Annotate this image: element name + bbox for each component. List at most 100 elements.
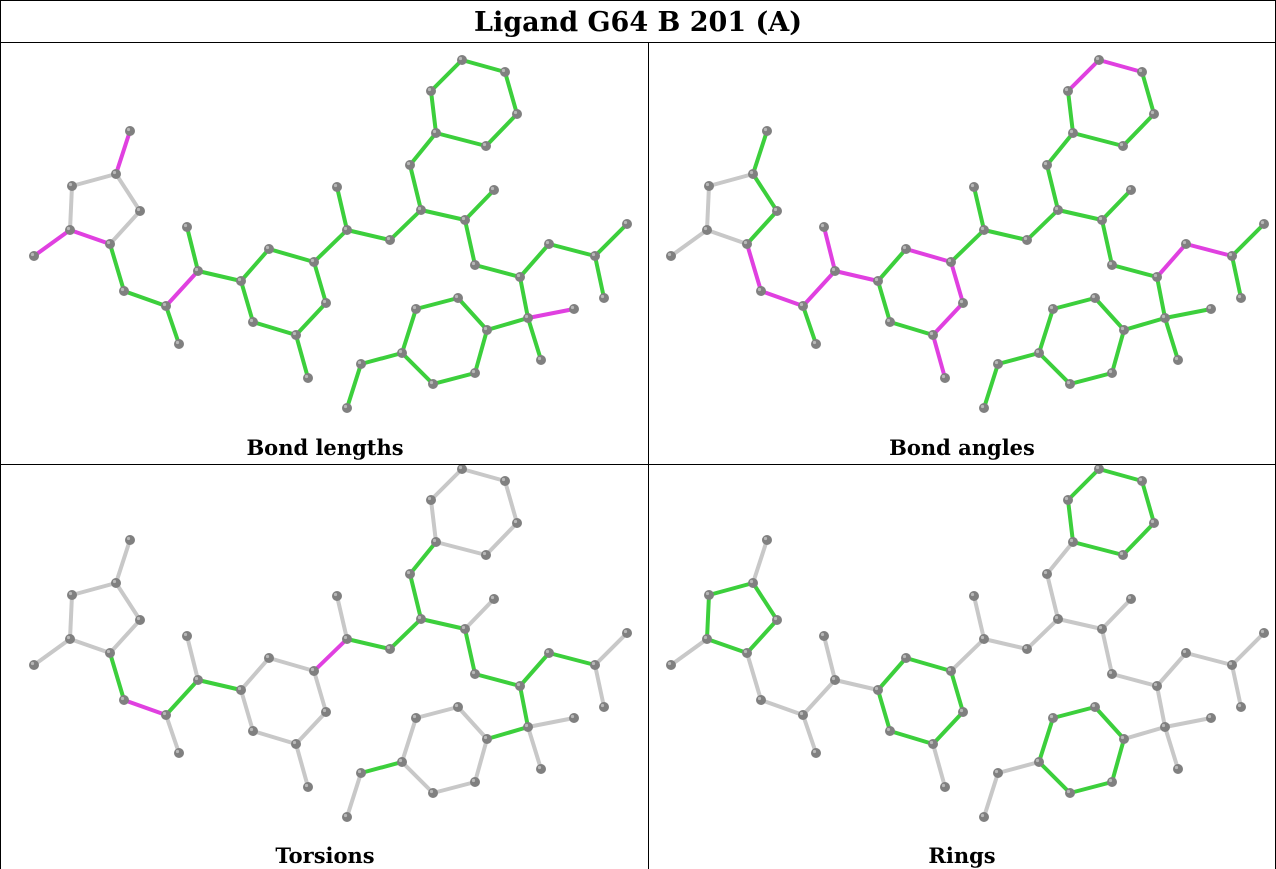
atom-highlight	[1150, 110, 1155, 115]
atom-highlight	[1108, 261, 1113, 266]
bond	[745, 209, 779, 246]
atom	[885, 317, 895, 327]
atom	[500, 476, 510, 486]
atom	[453, 702, 463, 712]
atom-highlight	[249, 318, 254, 323]
bond	[335, 594, 349, 641]
bond	[32, 637, 72, 667]
atom	[569, 304, 579, 314]
atom	[111, 578, 121, 588]
bond	[1097, 467, 1144, 483]
atom	[512, 109, 522, 119]
atom	[979, 634, 989, 644]
bond	[312, 637, 349, 673]
bond	[345, 228, 392, 242]
atom-highlight	[406, 570, 411, 575]
bond	[408, 540, 438, 576]
atom	[470, 368, 480, 378]
atom-highlight	[749, 579, 754, 584]
bond	[1025, 617, 1060, 651]
atom	[798, 301, 808, 311]
atom-highlight	[743, 649, 748, 654]
atom	[460, 215, 470, 225]
atom-highlight	[398, 758, 403, 763]
atom-highlight	[941, 374, 946, 379]
atom-highlight	[429, 380, 434, 385]
bond	[904, 247, 953, 264]
atom-highlight	[763, 536, 768, 541]
atom	[622, 628, 632, 638]
atom	[29, 251, 39, 261]
bond	[429, 89, 438, 135]
atom-highlight	[501, 477, 506, 482]
atom-highlight	[1054, 206, 1059, 211]
bond	[822, 634, 837, 682]
atom	[457, 464, 467, 474]
atom-highlight	[799, 711, 804, 716]
bond	[239, 247, 271, 283]
atom	[523, 722, 533, 732]
atom	[958, 298, 968, 308]
bond	[1071, 540, 1125, 557]
atom	[772, 615, 782, 625]
atom-highlight	[980, 404, 985, 409]
bond	[408, 163, 423, 212]
atom-highlight	[483, 326, 488, 331]
bond	[114, 129, 132, 176]
atom-highlight	[120, 287, 125, 292]
molecule-torsions	[29, 464, 632, 822]
atom	[702, 634, 712, 644]
atom-highlight	[461, 216, 466, 221]
atom-highlight	[902, 245, 907, 250]
bond	[400, 716, 418, 764]
bond	[1097, 58, 1144, 74]
atom	[482, 325, 492, 335]
atom	[356, 359, 366, 369]
atom-highlight	[454, 703, 459, 708]
atom-highlight	[1035, 758, 1040, 763]
atom	[1152, 681, 1162, 691]
atom-highlight	[471, 261, 476, 266]
atom-highlight	[570, 714, 575, 719]
atom	[309, 257, 319, 267]
atom-highlight	[623, 220, 628, 225]
bond	[593, 663, 606, 709]
atom-highlight	[516, 682, 521, 687]
atom	[969, 591, 979, 601]
figure-title: Ligand G64 B 201 (A)	[474, 7, 802, 38]
bond	[239, 688, 255, 733]
bond	[294, 742, 310, 789]
atom	[1160, 313, 1170, 323]
bond	[108, 618, 142, 655]
atom	[67, 181, 77, 191]
atom-highlight	[357, 769, 362, 774]
atom-highlight	[310, 667, 315, 672]
bond	[1066, 58, 1101, 93]
atom-highlight	[1228, 252, 1233, 257]
atom	[742, 239, 752, 249]
bond	[526, 725, 543, 771]
atom-highlight	[1091, 294, 1096, 299]
atom-highlight	[513, 519, 518, 524]
bond	[593, 254, 606, 300]
bond	[1163, 716, 1213, 729]
atom-highlight	[1095, 465, 1100, 470]
bond	[463, 218, 477, 267]
atom-highlight	[757, 696, 762, 701]
bond	[1230, 254, 1243, 300]
atom	[453, 293, 463, 303]
bond	[972, 594, 986, 641]
atom-highlight	[1237, 703, 1242, 708]
atom	[489, 594, 499, 604]
atom	[1094, 464, 1104, 474]
atom	[901, 653, 911, 663]
atom-highlight	[545, 649, 550, 654]
bond	[518, 275, 530, 320]
atom	[946, 666, 956, 676]
atom	[1149, 109, 1159, 119]
atom-highlight	[398, 349, 403, 354]
bond	[801, 304, 818, 346]
bond	[707, 172, 755, 188]
bond	[931, 710, 965, 746]
